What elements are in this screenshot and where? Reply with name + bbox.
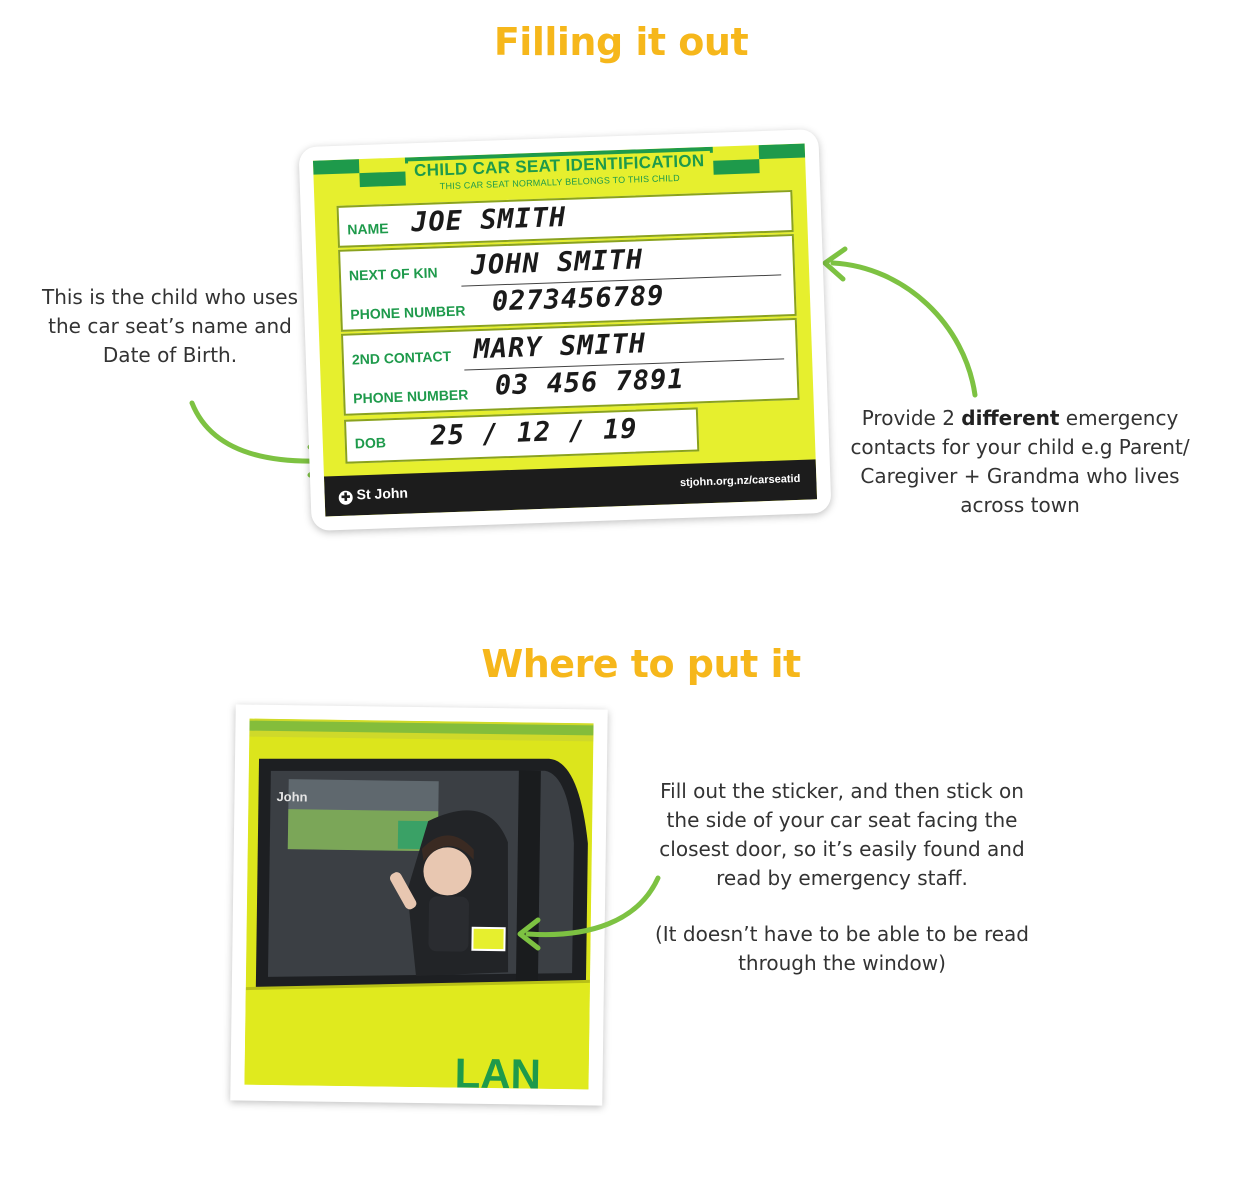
section-title-placement: Where to put it bbox=[481, 642, 801, 686]
second-phone-label: PHONE NUMBER bbox=[352, 386, 469, 407]
side-text: LAN bbox=[454, 1050, 541, 1090]
arrow-to-sticker bbox=[517, 875, 661, 951]
phone-number-label: PHONE NUMBER bbox=[350, 302, 466, 323]
door-logo-text: John bbox=[276, 789, 307, 804]
next-of-kin-label: NEXT OF KIN bbox=[348, 264, 438, 284]
next-of-kin-value: JOHN SMITH bbox=[470, 244, 644, 282]
brand-name: St John bbox=[356, 484, 409, 503]
dob-value: 25 / 12 / 19 bbox=[430, 413, 639, 452]
name-value: JOE SMITH bbox=[410, 201, 567, 239]
contacts-note: Provide 2 different emergency contacts f… bbox=[850, 406, 1190, 517]
car-window-photo: John LAN bbox=[230, 704, 608, 1106]
placement-aside-note: (It doesn’t have to be able to be read t… bbox=[654, 922, 1029, 975]
second-contact-value: MARY SMITH bbox=[473, 328, 647, 366]
section-title-filling: Filling it out bbox=[493, 20, 749, 64]
car-photo-illustration: John LAN bbox=[244, 718, 594, 1090]
arrow-to-contact-fields bbox=[822, 246, 978, 398]
dob-field: DOB 25 / 12 / 19 bbox=[343, 407, 700, 464]
second-phone-value: 03 456 7891 bbox=[494, 363, 686, 402]
second-contact-field: 2ND CONTACT MARY SMITH PHONE NUMBER 03 4… bbox=[340, 317, 800, 416]
dob-label: DOB bbox=[354, 434, 387, 452]
child-info-note: This is the child who uses the car seat’… bbox=[41, 285, 299, 367]
placement-note: Fill out the sticker, and then stick on … bbox=[659, 779, 1025, 890]
car-seat-id-card: CHILD CAR SEAT IDENTIFICATION THIS CAR S… bbox=[298, 129, 832, 531]
phone-number-value: 0273456789 bbox=[491, 280, 665, 318]
next-of-kin-field: NEXT OF KIN JOHN SMITH PHONE NUMBER 0273… bbox=[338, 233, 797, 332]
st-john-cross-icon: ✚ bbox=[338, 490, 353, 505]
second-contact-label: 2ND CONTACT bbox=[351, 347, 452, 368]
name-label: NAME bbox=[347, 220, 389, 238]
card-url: stjohn.org.nz/carseatid bbox=[679, 472, 801, 490]
